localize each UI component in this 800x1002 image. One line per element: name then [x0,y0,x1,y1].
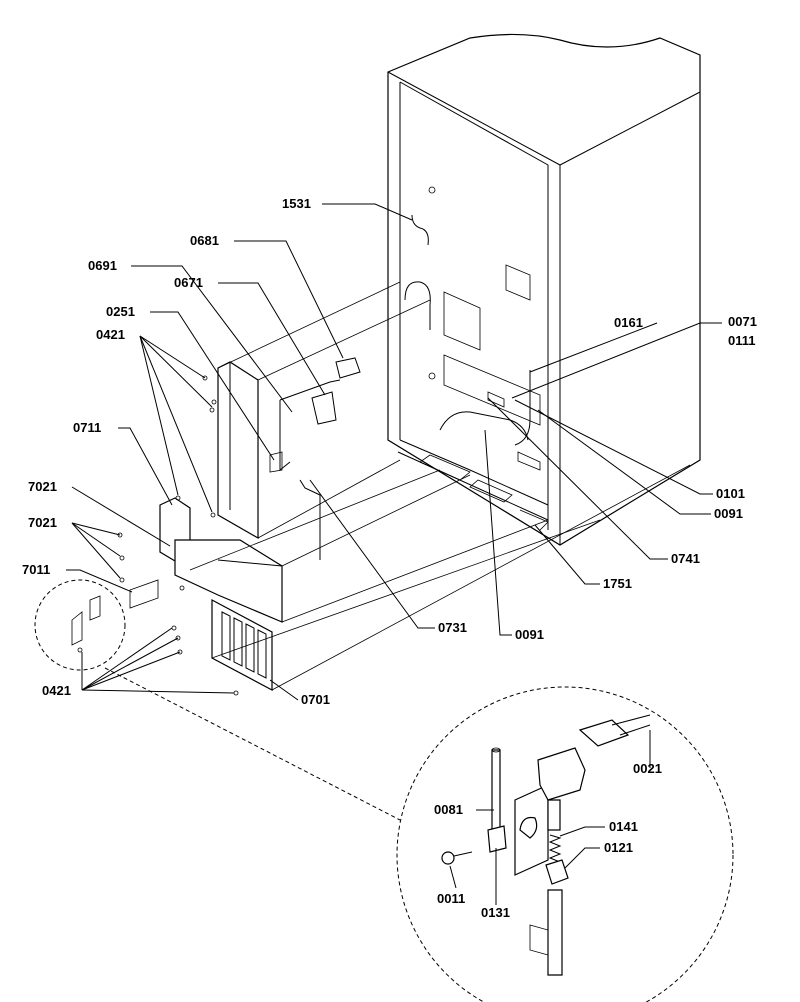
label-0161: 0161 [614,315,643,330]
label-0081: 0081 [434,802,463,817]
label-0091-right: 0091 [714,506,743,521]
label-0671: 0671 [174,275,203,290]
label-0681: 0681 [190,233,219,248]
label-0121: 0121 [604,840,633,855]
label-0421-top: 0421 [96,327,125,342]
label-0701: 0701 [301,692,330,707]
label-0711: 0711 [73,420,101,435]
label-1531: 1531 [282,196,311,211]
label-0741: 0741 [671,551,700,566]
label-0011: 0011 [437,891,465,906]
label-0111: 0111 [728,333,756,348]
detail-circle-small [34,579,401,821]
label-7021-upper: 7021 [28,479,57,494]
label-7021-lower: 7021 [28,515,57,530]
detail-circle-valve [396,686,734,1002]
label-0141: 0141 [609,819,638,834]
machine-compartment [129,357,361,691]
label-0131: 0131 [481,905,510,920]
label-1751: 1751 [603,576,632,591]
label-0091-bottom: 0091 [515,627,544,642]
refrigerator-cabinet [387,33,701,546]
label-0021: 0021 [633,761,662,776]
part-labels: 1531 0681 0691 0671 0251 0421 0161 0071 … [22,196,757,920]
assembly-guide-lines [189,281,691,691]
label-7011: 7011 [22,562,50,577]
label-0071: 0071 [728,314,757,329]
label-0691: 0691 [88,258,117,273]
label-0421-bottom: 0421 [42,683,71,698]
label-0101: 0101 [716,486,745,501]
label-0251: 0251 [106,304,135,319]
leader-lines [66,203,722,905]
label-0731: 0731 [438,620,467,635]
